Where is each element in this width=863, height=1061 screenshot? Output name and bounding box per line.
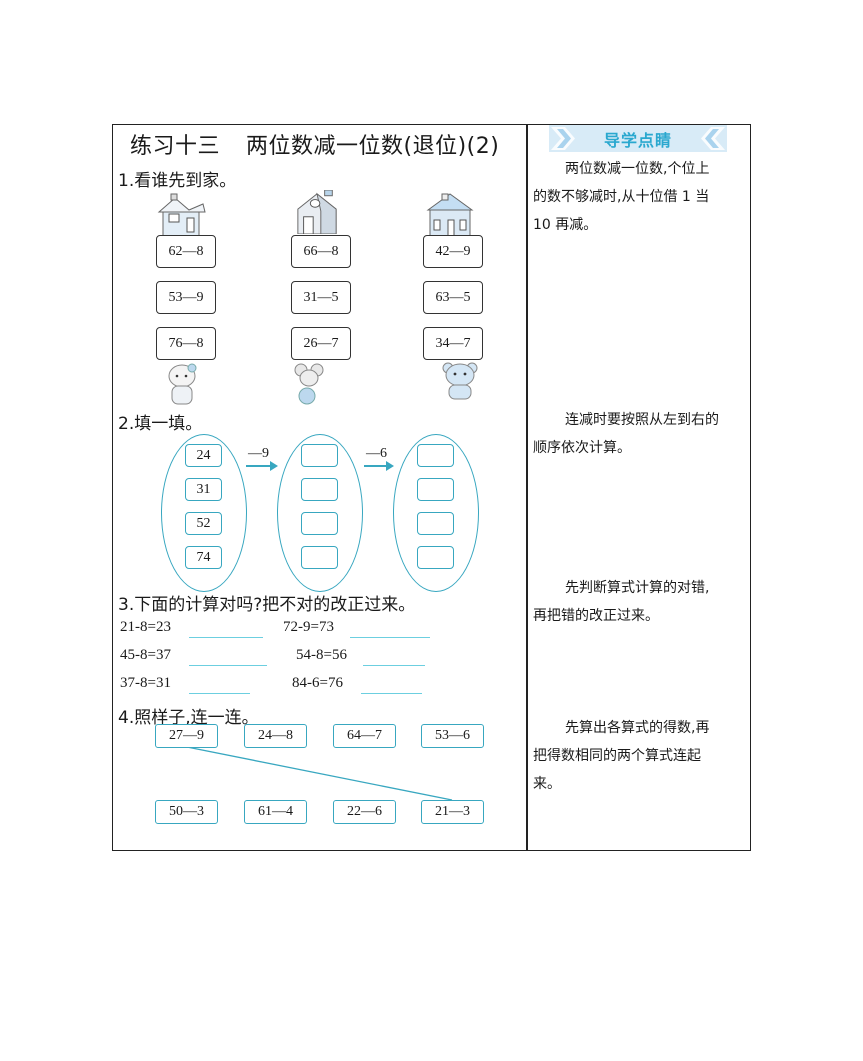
guide-banner: [549, 125, 727, 152]
match-box-top[interactable]: 24—8: [244, 724, 307, 748]
tip-text: 两位数减一位数,个位上: [565, 161, 710, 177]
house-icon: [297, 190, 337, 234]
equation-box: 53—9: [156, 281, 216, 314]
match-box-top[interactable]: 53—6: [421, 724, 484, 748]
tip-text: 把得数相同的两个算式连起: [533, 748, 701, 764]
step1-oval: [277, 434, 363, 592]
arrow-right-icon: [364, 461, 394, 471]
guide-banner-title: 导学点睛: [603, 131, 672, 150]
match-box-bottom[interactable]: 61—4: [244, 800, 307, 824]
step1-operation: —9: [248, 446, 269, 461]
match-box-bottom[interactable]: 21—3: [421, 800, 484, 824]
equation-box: 31—5: [291, 281, 351, 314]
correction-blank[interactable]: [363, 665, 425, 666]
match-box-bottom[interactable]: 22—6: [333, 800, 396, 824]
correction-blank[interactable]: [189, 665, 267, 666]
step2-oval: [393, 434, 479, 592]
worksheet-frame: [112, 124, 751, 851]
match-box-top[interactable]: 64—7: [333, 724, 396, 748]
equation-box: 42—9: [423, 235, 483, 268]
start-oval: [161, 434, 247, 592]
tip-1: 两位数减一位数,个位上 的数不够减时,从十位借 1 当 10 再减。: [533, 155, 745, 239]
house-icon: [426, 193, 474, 236]
answer-box-step1[interactable]: [301, 546, 338, 569]
mouse-icon: [294, 363, 324, 405]
match-box-bottom[interactable]: 50—3: [155, 800, 218, 824]
match-box-top[interactable]: 27—9: [155, 724, 218, 748]
correction-blank[interactable]: [350, 637, 430, 638]
part2-heading: 2.填一填。: [118, 414, 203, 434]
answer-box-step2[interactable]: [417, 512, 454, 535]
arrow-right-icon: [246, 461, 278, 471]
bear-icon: [442, 362, 478, 400]
page-title: 练习十三两位数减一位数(退位)(2): [130, 128, 499, 160]
answer-box-step1[interactable]: [301, 478, 338, 501]
start-number: 52: [185, 512, 222, 535]
correction-blank[interactable]: [189, 693, 250, 694]
tip-text: 顺序依次计算。: [533, 440, 631, 456]
tip-text: 10 再减。: [533, 217, 598, 233]
equation-check: 84-6=76: [292, 675, 343, 691]
tip-text: 先判断算式计算的对错,: [565, 580, 710, 596]
part3-heading: 3.下面的计算对吗?把不对的改正过来。: [118, 595, 416, 615]
kitty-icon: [168, 363, 197, 405]
start-number: 24: [185, 444, 222, 467]
column-divider: [526, 124, 528, 851]
equation-box: 76—8: [156, 327, 216, 360]
answer-box-step2[interactable]: [417, 546, 454, 569]
tip-3: 先判断算式计算的对错, 再把错的改正过来。: [533, 574, 745, 630]
correction-blank[interactable]: [361, 693, 422, 694]
answer-box-step2[interactable]: [417, 444, 454, 467]
equation-check: 45-8=37: [120, 647, 171, 663]
answer-box-step1[interactable]: [301, 512, 338, 535]
equation-box: 26—7: [291, 327, 351, 360]
start-number: 74: [185, 546, 222, 569]
equation-check: 54-8=56: [296, 647, 347, 663]
part4-heading: 4.照样子,连一连。: [118, 708, 259, 728]
start-number: 31: [185, 478, 222, 501]
answer-box-step1[interactable]: [301, 444, 338, 467]
answer-box-step2[interactable]: [417, 478, 454, 501]
equation-check: 21-8=23: [120, 619, 171, 635]
title-exercise: 练习十三: [130, 134, 221, 159]
correction-blank[interactable]: [189, 637, 263, 638]
equation-box: 62—8: [156, 235, 216, 268]
step2-operation: —6: [366, 446, 387, 461]
house-icon: [157, 193, 206, 236]
equation-check: 37-8=31: [120, 675, 171, 691]
tip-2: 连减时要按照从左到右的 顺序依次计算。: [533, 406, 745, 462]
tip-4: 先算出各算式的得数,再 把得数相同的两个算式连起 来。: [533, 714, 745, 798]
part1-heading: 1.看谁先到家。: [118, 171, 237, 191]
tip-text: 的数不够减时,从十位借 1 当: [533, 189, 710, 205]
tip-text: 再把错的改正过来。: [533, 608, 659, 624]
tip-text: 先算出各算式的得数,再: [565, 720, 710, 736]
title-topic: 两位数减一位数(退位)(2): [246, 134, 500, 159]
equation-box: 34—7: [423, 327, 483, 360]
equation-box: 66—8: [291, 235, 351, 268]
equation-box: 63—5: [423, 281, 483, 314]
tip-text: 连减时要按照从左到右的: [565, 412, 719, 428]
equation-check: 72-9=73: [283, 619, 334, 635]
tip-text: 来。: [533, 776, 561, 792]
